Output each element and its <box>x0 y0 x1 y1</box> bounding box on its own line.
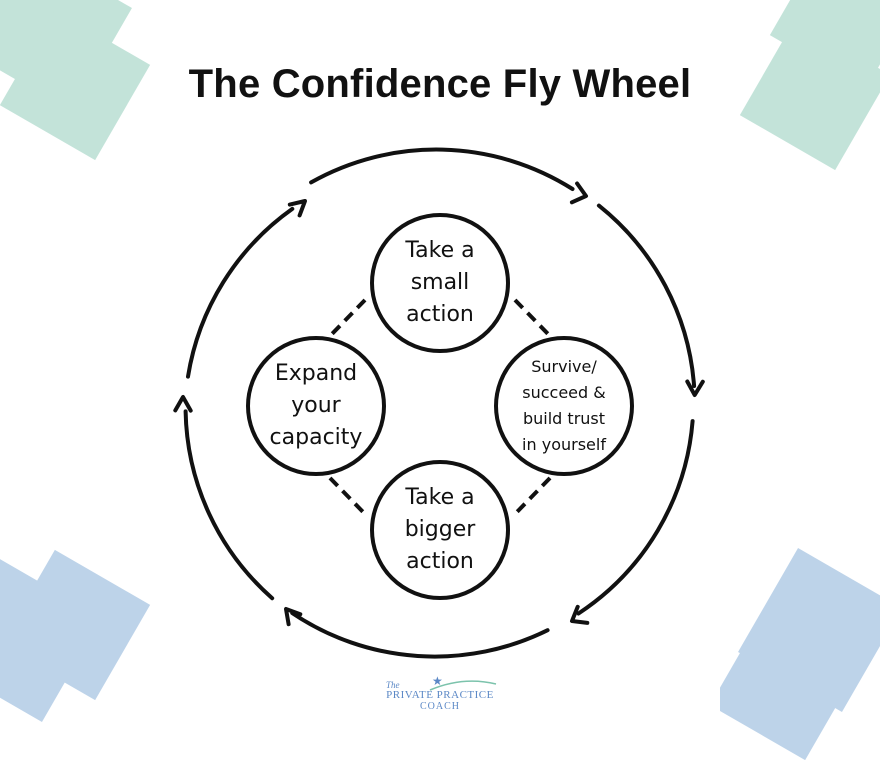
step-take-bigger-action: Take a bigger action <box>370 460 510 600</box>
step-label: Expand your capacity <box>269 361 363 450</box>
step-label: Take a small action <box>405 238 475 327</box>
dashed-connector <box>513 298 552 338</box>
decor-square <box>740 19 880 171</box>
step-take-small-action: Take a small action <box>370 213 510 353</box>
arrow-head-icon <box>287 199 307 218</box>
logo-line-1: PRIVATE PRACTICE <box>386 689 494 701</box>
dashed-connector <box>328 298 367 338</box>
logo-line-2: COACH <box>419 701 460 712</box>
cycle-arc <box>309 147 575 191</box>
cycle-arc <box>596 203 697 388</box>
decor-square <box>0 558 102 722</box>
decor-square <box>0 9 151 161</box>
decor-square <box>0 549 151 701</box>
cycle-arc <box>186 206 295 379</box>
arrow-head-icon <box>173 395 193 413</box>
decor-bottom-right <box>720 548 880 760</box>
arrow-head-icon <box>685 379 705 397</box>
decor-square <box>0 0 132 112</box>
arrow-head-icon <box>284 607 303 627</box>
arrow-head-icon <box>570 604 590 625</box>
decor-top-right <box>740 0 880 171</box>
cycle-arc <box>290 611 550 659</box>
decor-top-left <box>0 0 151 161</box>
step-label: Survive/ succeed & build trust in yourse… <box>522 357 606 454</box>
step-survive-succeed: Survive/ succeed & build trust in yourse… <box>494 336 634 476</box>
step-label: Take a bigger action <box>404 485 476 574</box>
flywheel-diagram <box>173 147 705 659</box>
star-icon: ★ <box>432 674 443 688</box>
brand-logo: ★ The PRIVATE PRACTICE COACH <box>380 674 500 726</box>
decor-bottom-left <box>0 549 151 722</box>
swoosh-icon <box>429 680 497 691</box>
arrow-head-icon <box>569 181 588 205</box>
decor-square <box>738 548 880 712</box>
page-title: The Confidence Fly Wheel <box>188 62 692 106</box>
dashed-connector <box>513 476 552 516</box>
step-expand-capacity: Expand your capacity <box>246 336 386 476</box>
cycle-arc <box>183 409 275 601</box>
decor-square <box>769 0 880 91</box>
cycle-arc <box>576 419 695 616</box>
logo-the: The <box>386 680 400 690</box>
dashed-connector <box>328 476 367 516</box>
decor-square <box>720 609 861 760</box>
